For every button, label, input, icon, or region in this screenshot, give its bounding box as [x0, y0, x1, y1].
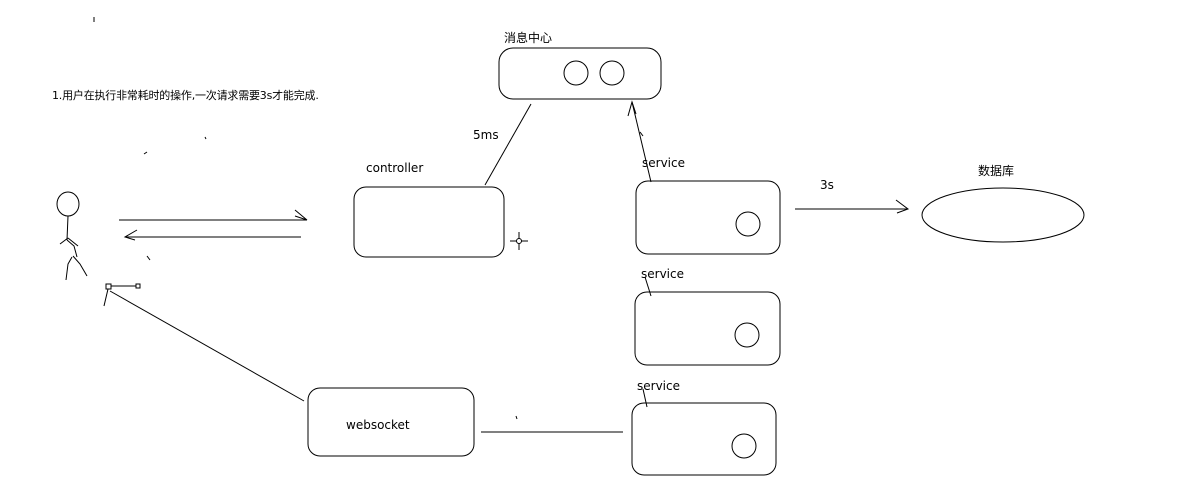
response-arrow	[123, 229, 301, 241]
websocket-box	[307, 387, 475, 457]
service-label-3: service	[637, 379, 680, 393]
service-box-3	[631, 402, 777, 476]
database-label: 数据库	[978, 164, 1015, 178]
stray-mark	[515, 415, 518, 420]
service-label-tick	[642, 388, 648, 408]
stray-mark	[143, 151, 148, 155]
request-arrow	[119, 209, 308, 221]
controller-to-message-center-line	[484, 103, 532, 186]
controller-label: controller	[366, 161, 424, 175]
websocket-label: websocket	[346, 418, 410, 432]
stray-mark	[204, 136, 207, 140]
latency-label-5ms: 5ms	[473, 128, 499, 142]
service-label-1: service	[642, 156, 685, 170]
service-to-message-center-arrow	[627, 100, 652, 183]
pointer-handle-icon	[103, 283, 141, 307]
queue-circle	[599, 60, 625, 86]
service-circle	[735, 211, 761, 237]
service-label-2: service	[641, 267, 684, 281]
service-box-1	[635, 180, 781, 255]
service-label-tick	[644, 276, 652, 297]
database-ellipse	[921, 187, 1085, 243]
service-circle	[734, 322, 760, 348]
user-figure-icon	[56, 191, 88, 281]
controller-box	[353, 186, 505, 258]
stray-mark	[146, 255, 151, 261]
stray-mark	[639, 131, 644, 137]
scenario-note: 1.用户在执行非常耗时的操作,一次请求需要3s才能完成.	[52, 89, 319, 102]
crosshair-cursor-icon	[510, 232, 528, 250]
message-center-box	[498, 47, 662, 100]
queue-circle	[563, 60, 589, 86]
service-to-database-arrow	[795, 199, 910, 214]
service-circle	[731, 433, 757, 459]
latency-label-3s: 3s	[820, 178, 834, 192]
service-box-2	[634, 291, 781, 366]
websocket-to-user-line	[109, 290, 305, 402]
message-center-label: 消息中心	[504, 31, 553, 45]
